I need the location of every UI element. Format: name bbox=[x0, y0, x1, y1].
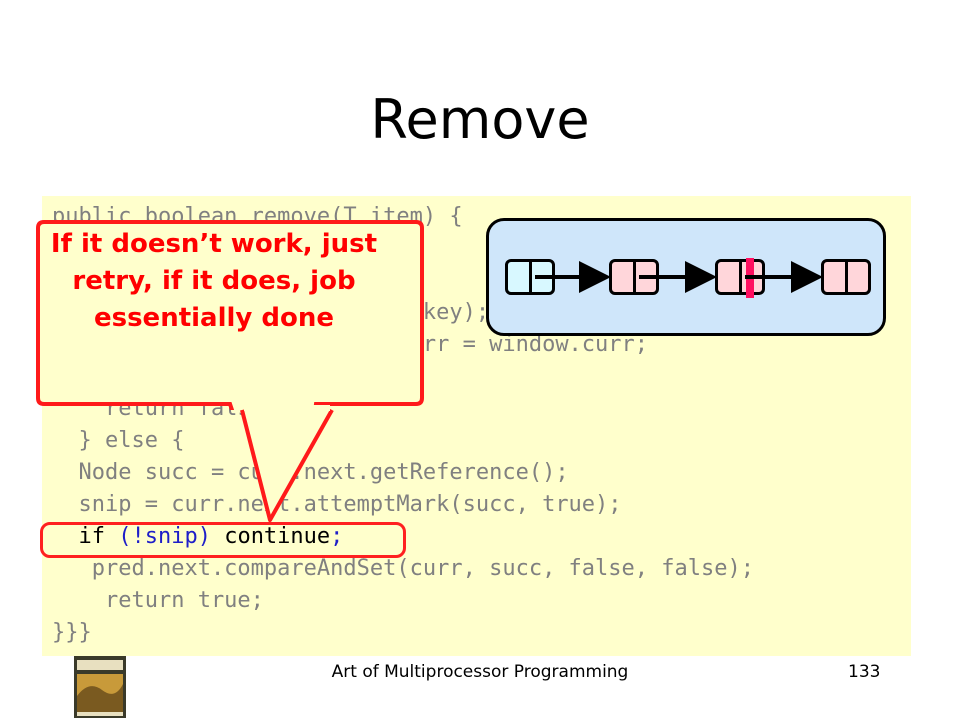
code-line: Node succ = curr.next.getReference(); bbox=[52, 460, 569, 485]
slide-title: Remove bbox=[370, 88, 590, 151]
linked-list-diagram bbox=[486, 218, 886, 336]
callout-bubble bbox=[36, 220, 424, 410]
footer-title: Art of Multiprocessor Programming bbox=[331, 662, 629, 682]
callout-text: If it doesn’t work, just retry, if it do… bbox=[50, 229, 378, 333]
list-node-succ bbox=[821, 259, 871, 295]
code-line: return true; bbox=[52, 588, 264, 613]
callout-shape bbox=[36, 220, 424, 410]
code-line: } else { bbox=[52, 428, 185, 453]
code-line-highlighted: if (!snip) continue; bbox=[52, 524, 344, 549]
list-arrows bbox=[535, 261, 823, 293]
page-number: 133 bbox=[848, 662, 881, 682]
highlight-box bbox=[40, 522, 406, 558]
code-line: }}} bbox=[52, 620, 92, 645]
code-line: pred.next.compareAndSet(curr, succ, fals… bbox=[52, 556, 754, 581]
code-line: snip = curr.next.attemptMark(succ, true)… bbox=[52, 492, 622, 517]
book-cover-icon bbox=[74, 656, 126, 718]
